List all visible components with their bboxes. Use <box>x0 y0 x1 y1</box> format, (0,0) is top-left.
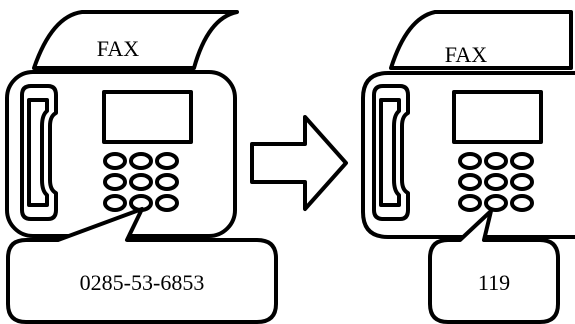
keypad-button <box>103 173 127 191</box>
left-fax-screen <box>102 90 193 144</box>
left-fax-paper-label: FAX <box>97 36 139 61</box>
keypad-button <box>458 173 482 191</box>
left-handset-inner-icon <box>27 98 49 207</box>
keypad-button <box>155 173 179 191</box>
right-dialed-number: 119 <box>478 270 510 295</box>
keypad-button <box>510 194 534 212</box>
right-handset-inner-icon <box>379 98 401 207</box>
keypad-button <box>484 173 508 191</box>
keypad-button <box>129 173 153 191</box>
keypad-button <box>458 152 482 170</box>
keypad-button <box>155 194 179 212</box>
right-fax-paper-label: FAX <box>445 42 487 67</box>
keypad-button <box>129 152 153 170</box>
left-fax-machine: FAX 0285-53-6853 <box>5 10 278 324</box>
keypad-button <box>510 152 534 170</box>
right-number-callout <box>428 209 560 324</box>
keypad-button <box>458 194 482 212</box>
keypad-button <box>510 173 534 191</box>
right-keypad <box>458 152 534 212</box>
right-fax-machine: FAX 119 <box>361 10 575 324</box>
left-dialed-number: 0285-53-6853 <box>80 270 205 295</box>
keypad-button <box>155 152 179 170</box>
keypad-button <box>103 152 127 170</box>
keypad-button <box>103 194 127 212</box>
right-fax-screen <box>452 90 543 144</box>
left-keypad <box>103 152 179 212</box>
left-number-callout <box>6 207 278 324</box>
keypad-button <box>484 152 508 170</box>
right-fax-paper <box>389 10 573 70</box>
right-arrow-icon <box>250 115 348 211</box>
left-fax-paper <box>32 10 239 70</box>
keypad-button <box>484 194 508 212</box>
